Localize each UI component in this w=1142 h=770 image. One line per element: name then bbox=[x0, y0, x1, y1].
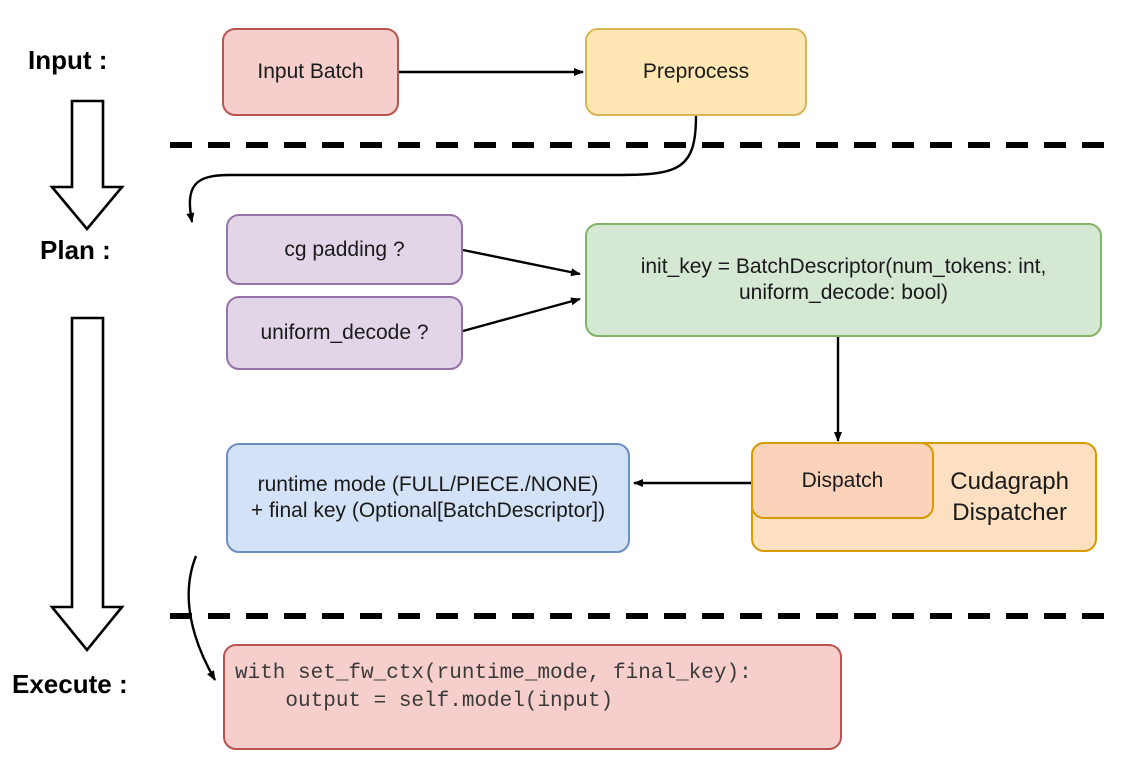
code-line-1: with set_fw_ctx(runtime_mode, final_key)… bbox=[235, 662, 752, 685]
node-runtime-mode-text: runtime mode (FULL/PIECE./NONE) + final … bbox=[251, 472, 605, 523]
preprocess-to-cg-padding-arrow bbox=[186, 115, 698, 223]
node-dispatch[interactable]: Dispatch bbox=[751, 442, 934, 519]
input-to-plan-big-arrow bbox=[49, 99, 125, 232]
node-uniform-decode-label: uniform_decode ? bbox=[260, 321, 429, 345]
node-code-block-text: with set_fw_ctx(runtime_mode, final_key)… bbox=[235, 660, 752, 715]
cg-padding-to-init-key-arrow bbox=[462, 248, 581, 277]
node-init-key-line1: init_key = BatchDescriptor(num_tokens: i… bbox=[640, 255, 1047, 279]
node-runtime-mode[interactable]: runtime mode (FULL/PIECE./NONE) + final … bbox=[226, 443, 630, 553]
uniform-decode-to-init-key-arrow bbox=[462, 297, 581, 333]
node-cudagraph-dispatcher-line2: Dispatcher bbox=[952, 499, 1067, 526]
stage-label-execute: Execute : bbox=[12, 669, 128, 699]
node-dispatch-label: Dispatch bbox=[801, 468, 884, 492]
node-cudagraph-dispatcher-text: Cudagraph Dispatcher bbox=[950, 466, 1069, 528]
node-init-key-text: init_key = BatchDescriptor(num_tokens: i… bbox=[641, 254, 1047, 305]
node-cg-padding-label: cg padding ? bbox=[284, 237, 405, 261]
runtime-mode-to-code-arrow bbox=[187, 555, 217, 681]
node-uniform-decode[interactable]: uniform_decode ? bbox=[226, 296, 463, 370]
node-cg-padding[interactable]: cg padding ? bbox=[226, 214, 463, 285]
node-runtime-mode-line2: + final key (Optional[BatchDescriptor]) bbox=[250, 499, 606, 522]
node-code-block[interactable]: with set_fw_ctx(runtime_mode, final_key)… bbox=[223, 644, 842, 750]
node-cudagraph-dispatcher-line1: Cudagraph bbox=[950, 467, 1069, 495]
code-line-2: output = self.model(input) bbox=[235, 689, 614, 713]
node-preprocess-label: Preprocess bbox=[642, 60, 750, 84]
stage-label-plan: Plan : bbox=[40, 235, 111, 265]
stage-label-input: Input : bbox=[28, 45, 108, 75]
node-init-key[interactable]: init_key = BatchDescriptor(num_tokens: i… bbox=[585, 223, 1102, 337]
node-runtime-mode-line1: runtime mode (FULL/PIECE./NONE) bbox=[257, 473, 599, 497]
node-init-key-line2: uniform_decode: bool) bbox=[739, 281, 948, 304]
plan-to-execute-big-arrow bbox=[49, 316, 125, 653]
node-input-batch[interactable]: Input Batch bbox=[222, 28, 399, 116]
node-preprocess[interactable]: Preprocess bbox=[585, 28, 807, 116]
node-input-batch-label: Input Batch bbox=[257, 60, 364, 84]
